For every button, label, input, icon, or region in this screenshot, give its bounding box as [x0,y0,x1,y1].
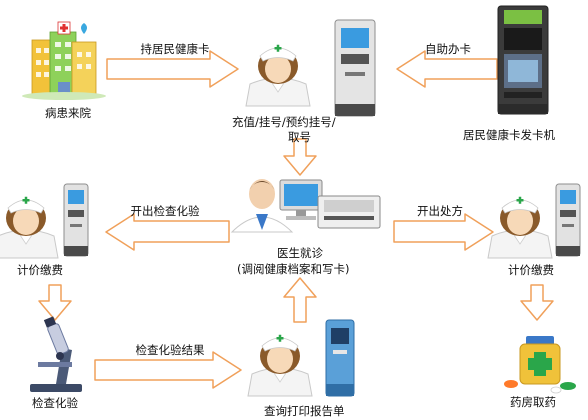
edge-label-hold-card: 持居民健康卡 [141,42,210,56]
arrow-hold-card [106,50,239,88]
microscope-icon [30,316,82,392]
arrow-up-to-doctor [283,277,317,323]
arrow-self-service [396,50,498,88]
arrow-order-tests [105,213,230,251]
nurse-kiosk-icon [245,19,376,117]
card-issuing-machine-icon [497,5,549,115]
edge-label-prescribe: 开出处方 [417,204,463,218]
edge-label-order-tests: 开出检查化验 [131,204,200,218]
nurse-kiosk-icon [247,319,355,397]
arrow-down-to-pharmacy [520,284,554,321]
hospital-building-icon [22,21,106,100]
node-label-doctor-line1: 医生就诊 [277,246,323,260]
node-label-recharge-line1: 充值/挂号/预约挂号/ [232,115,336,129]
medicine-bottle-icon [504,336,576,394]
doctor-computer-icon [230,179,381,233]
node-label-print-report: 查询打印报告单 [264,404,345,418]
node-label-doctor-line2: (调阅健康档案和写卡) [237,262,349,276]
arrow-test-results [94,351,242,389]
edge-label-self-service: 自助办卡 [425,42,471,56]
node-label-lab-test: 检查化验 [32,396,78,410]
nurse-kiosk-icon [0,183,89,259]
arrow-down-to-doctor [283,138,317,176]
arrow-down-to-lab [38,284,72,321]
node-label-patient-arrival: 病患来院 [45,106,91,120]
node-label-card-machine: 居民健康卡发卡机 [463,128,555,142]
node-label-pay-left: 计价缴费 [17,263,63,277]
node-label-recharge-line2: 取号 [288,130,311,144]
node-label-pay-right: 计价缴费 [508,263,554,277]
node-label-pharmacy: 药房取药 [510,395,556,409]
nurse-kiosk-icon [487,183,581,259]
arrow-prescribe [393,213,494,251]
edge-label-test-results: 检查化验结果 [136,343,205,357]
